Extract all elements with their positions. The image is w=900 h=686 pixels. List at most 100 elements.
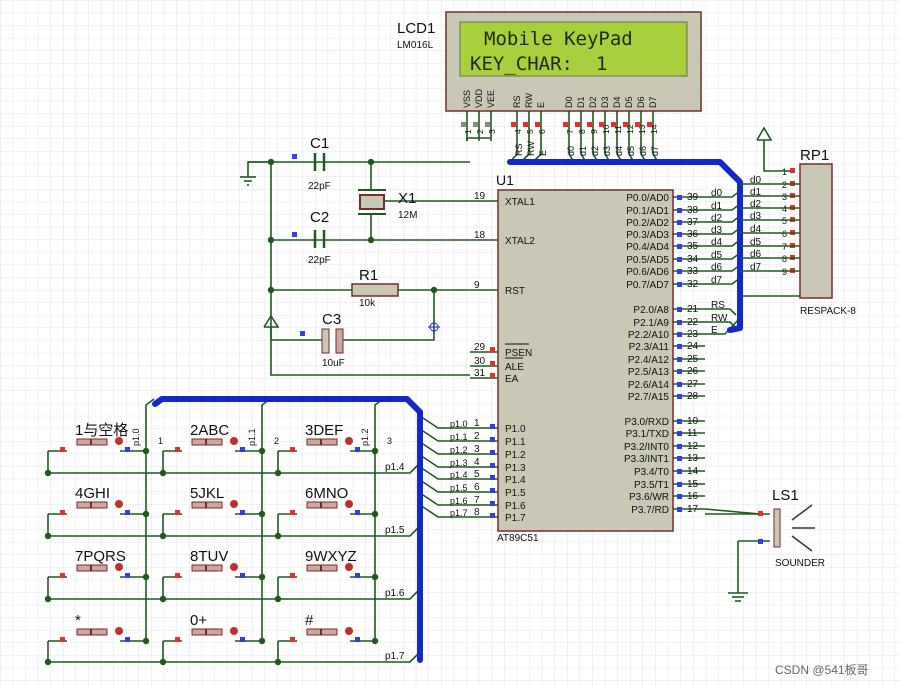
rp1-net-label: d5 bbox=[750, 237, 762, 248]
mcu-pin-marker bbox=[677, 344, 682, 349]
keypad-key[interactable]: 8TUV bbox=[175, 548, 245, 578]
mcu-pin-number: 10 bbox=[687, 416, 699, 427]
lcd-model: LM016L bbox=[397, 40, 434, 51]
rp1-net-label: d1 bbox=[750, 187, 762, 198]
mcu-pin-number: 2 bbox=[474, 431, 480, 442]
key-indicator bbox=[345, 500, 353, 508]
mcu-net-label: p1.7 bbox=[450, 508, 468, 518]
column-pin-number: 2 bbox=[274, 436, 279, 446]
mcu-pin-name: P3.4/T0 bbox=[634, 467, 669, 478]
lcd-pin-marker bbox=[647, 122, 652, 127]
mcu-pin-number: 30 bbox=[474, 356, 486, 367]
mcu-pin-number: 13 bbox=[687, 453, 699, 464]
c1-ref: C1 bbox=[310, 135, 329, 152]
mcu-pin-name: P1.2 bbox=[505, 450, 526, 461]
key-pin-marker bbox=[290, 447, 295, 452]
power-arrow-left bbox=[263, 314, 280, 340]
crystal-x1[interactable]: X1 12M bbox=[358, 189, 417, 221]
key-label: 3DEF bbox=[305, 422, 343, 439]
row-net-label: p1.6 bbox=[385, 588, 405, 599]
mcu-net-label: d2 bbox=[711, 213, 723, 224]
mcu-pin-name: XTAL2 bbox=[505, 236, 535, 247]
column-pin-number: 3 bbox=[387, 436, 392, 446]
mcu-pin-marker bbox=[677, 244, 682, 249]
key-pin-marker bbox=[355, 510, 360, 515]
junction-dot bbox=[430, 286, 438, 294]
lcd-module[interactable]: LCD1 LM016L Mobile KeyPad KEY_CHAR: 1 VS… bbox=[397, 11, 702, 156]
lcd-net-label: d3 bbox=[602, 146, 612, 156]
mcu-net-label: d0 bbox=[711, 188, 723, 199]
keypad-key[interactable]: 7PQRS bbox=[60, 548, 130, 578]
key-pin-marker bbox=[240, 637, 245, 642]
mcu-net-label: RS bbox=[711, 300, 725, 311]
capacitor-c3[interactable]: C3 10uF bbox=[300, 311, 345, 369]
lcd-pin-label: D5 bbox=[624, 96, 634, 108]
mcu-pin-name: P0.1/AD1 bbox=[626, 206, 669, 217]
mcu-pin-name: P3.1/TXD bbox=[626, 429, 669, 440]
sounder-ls1[interactable]: LS1 SOUNDER bbox=[728, 487, 825, 602]
mcu-net-label: d4 bbox=[711, 237, 723, 248]
lcd-pin-marker bbox=[461, 122, 466, 127]
key-label: 8TUV bbox=[190, 548, 228, 565]
rp1-pin-number: 6 bbox=[782, 229, 787, 239]
rp1-net-label: d2 bbox=[750, 199, 762, 210]
p1-bus-entry bbox=[419, 504, 470, 518]
resistor-r1[interactable]: R1 10k bbox=[351, 267, 399, 309]
mcu-pin-marker bbox=[677, 382, 682, 387]
row-net-label: p1.7 bbox=[385, 651, 405, 662]
lcd-pin-number: 12 bbox=[625, 124, 635, 134]
junction-dot bbox=[44, 595, 52, 603]
lcd-pin-number: 5 bbox=[525, 129, 535, 134]
keypad-key[interactable]: * bbox=[60, 612, 130, 642]
lcd-pin-number: 10 bbox=[601, 124, 611, 134]
mcu-pin-number: 4 bbox=[474, 457, 480, 468]
keypad-key[interactable]: 3DEF bbox=[290, 422, 360, 452]
c3-value: 10uF bbox=[322, 358, 345, 369]
lcd-line-2: KEY_CHAR: 1 bbox=[470, 53, 607, 75]
keypad-key[interactable]: 1与空格 bbox=[60, 422, 130, 452]
left-rail bbox=[248, 161, 470, 376]
mcu-pin-name: P1.0 bbox=[505, 424, 526, 435]
row-wire bbox=[48, 651, 421, 663]
r1-ref: R1 bbox=[359, 267, 378, 284]
key-pin-marker bbox=[355, 637, 360, 642]
bus-layer bbox=[152, 159, 743, 663]
c1-value: 22pF bbox=[308, 181, 331, 192]
lcd-pin-marker bbox=[485, 122, 490, 127]
keypad-key[interactable]: 5JKL bbox=[175, 485, 245, 515]
mcu-pin-name: P3.7/RD bbox=[631, 505, 669, 516]
keypad-key[interactable]: # bbox=[290, 612, 360, 642]
lcd-net-label: d6 bbox=[638, 146, 648, 156]
keypad-key[interactable]: 0+ bbox=[175, 612, 245, 642]
key-pin-marker bbox=[175, 637, 180, 642]
rs-entry bbox=[705, 308, 737, 316]
p1-bus-entry bbox=[419, 428, 470, 442]
junction-dot bbox=[371, 510, 379, 518]
mcu-pin-number: 18 bbox=[474, 230, 486, 241]
capacitor-c1[interactable]: C1 22pF bbox=[292, 135, 331, 192]
key-indicator bbox=[345, 627, 353, 635]
rw-entry bbox=[705, 321, 737, 329]
keypad-key[interactable]: 2ABC bbox=[175, 422, 245, 452]
port1-bus bbox=[152, 396, 423, 663]
mcu-pin-marker bbox=[677, 482, 682, 487]
p1-bus-entry bbox=[419, 441, 470, 455]
lcd-pin-label: D0 bbox=[564, 96, 574, 108]
keypad-key[interactable]: 6MNO bbox=[290, 485, 360, 515]
keypad-key[interactable]: 9WXYZ bbox=[290, 548, 360, 578]
lcd-pin-number: 7 bbox=[565, 129, 575, 134]
capacitor-c2[interactable]: C2 22pF bbox=[292, 209, 331, 266]
mcu-pin-name: P2.3/A11 bbox=[629, 342, 670, 353]
port0-bus bbox=[507, 159, 743, 333]
mcu-chip[interactable]: U1 AT89C51 19XTAL118XTAL29RST29PSEN30ALE… bbox=[450, 172, 728, 544]
lcd-pin-number: 3 bbox=[487, 129, 497, 134]
keypad-key[interactable]: 4GHI bbox=[60, 485, 130, 515]
junction-dot bbox=[258, 447, 266, 455]
key-indicator bbox=[230, 437, 238, 445]
mcu-pin-number: 8 bbox=[474, 507, 480, 518]
rp1-pin-number: 3 bbox=[782, 192, 787, 202]
row-net-label: p1.4 bbox=[385, 462, 405, 473]
mcu-pin-marker bbox=[677, 307, 682, 312]
mcu-pin-marker bbox=[677, 494, 682, 499]
